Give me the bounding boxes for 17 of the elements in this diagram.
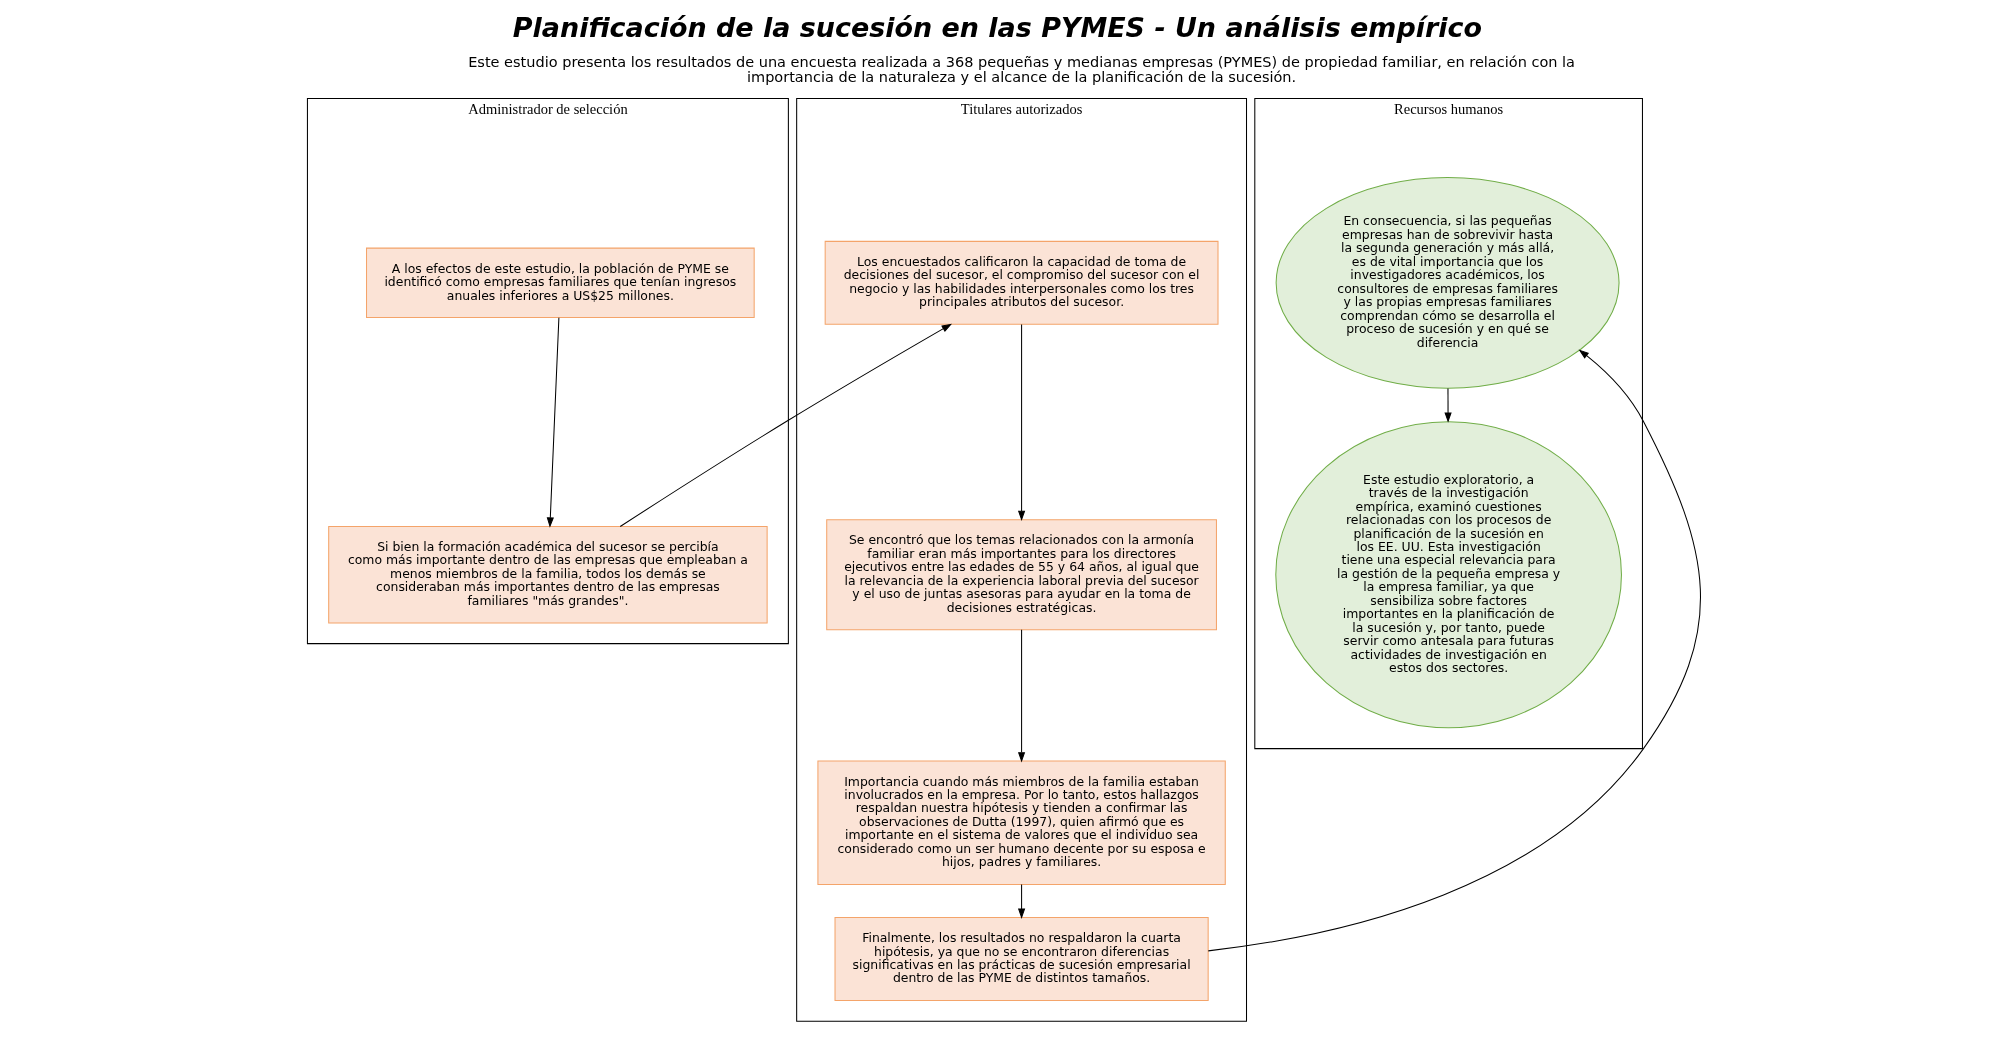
node-box: Finalmente, los resultados no respaldaron la cuarta hipótesis, ya que no se encontraron diferencias significativas en las prácticas de sucesión empresarial dentro de las PYME de distintos tamaños. bbox=[834, 917, 1209, 1001]
node-box: A los efectos de este estudio, la población de PYME se identificó como empresas familiares que tenían ingresos anuales inferiores a US$25 millones. bbox=[365, 247, 755, 319]
node-box: Se encontró que los temas relacionados con la armonía familiar eran más importantes para los directores ejecutivos entre las edades de 55 y 64 años, al igual que la relevancia de la experiencia laboral previa del sucesor y el uso de juntas asesoras para ayudar en la toma de decisiones estratégicas. bbox=[825, 519, 1217, 631]
arrow bbox=[619, 323, 952, 527]
node-box: Si bien la formación académica del sucesor se percibía como más importante dentro de las empresas que empleaban a menos miembros de la familia, todos los demás se consideraban más importantes dentro de las empresas familiares "más grandes". bbox=[327, 526, 768, 624]
label: Este estudio presenta los resultados de una encuesta realizada a 368 pequeñas y medianas empresas (PYMES) de propiedad familiar, en relación con la importancia de la naturaleza y el alcance de la planificación de la sucesión. bbox=[467, 53, 1575, 86]
diagram-title: Planificación de la sucesión en las PYMES - Un análisis empírico bbox=[512, 12, 1482, 44]
node-ellipse: Este estudio exploratorio, a través de la investigación empírica, examinó cuestiones relacionadas con los procesos de planificación de la sucesión en los EE. UU. Esta investigación tiene una especial relevancia para la gestión de la pequeña empresa y la empresa familiar, ya que sensibiliza sobre factores importantes en la planificación de la sucesión y, por tanto, puede servir como antesala para futuras actividades de investigación en estos dos sectores. bbox=[1274, 421, 1622, 729]
arrow bbox=[1017, 629, 1025, 763]
node-box: Los encuestados calificaron la capacidad de toma de decisiones del sucesor, el compromiso del sucesor con el negocio y las habilidades interpersonales como los tres principales atributos del sucesor. bbox=[824, 240, 1219, 325]
arrow bbox=[1207, 349, 1701, 952]
arrow bbox=[1017, 884, 1025, 919]
node-box: Importancia cuando más miembros de la familia estaban involucrados en la empresa. Por lo tanto, estos hallazgos respaldan nuestra hipótesis y tienden a confirmar las observaciones de Dutta (1997), quien afirmó que es importante en el sistema de valores que el individuo sea considerado como un ser humano decente por su esposa e hijos, padres y familiares. bbox=[816, 760, 1226, 885]
arrow bbox=[546, 317, 559, 528]
arrow bbox=[1443, 387, 1452, 423]
arrow bbox=[1017, 323, 1025, 522]
node-ellipse: En consecuencia, si las pequeñas empresas han de sobrevivir hasta la segunda generación y más allá, es de vital importancia que los investigadores académicos, los consultores de empresas familiares y las propias empresas familiares comprendan cómo se desarrolla el proceso de sucesión y en qué se diferencia bbox=[1275, 176, 1620, 389]
